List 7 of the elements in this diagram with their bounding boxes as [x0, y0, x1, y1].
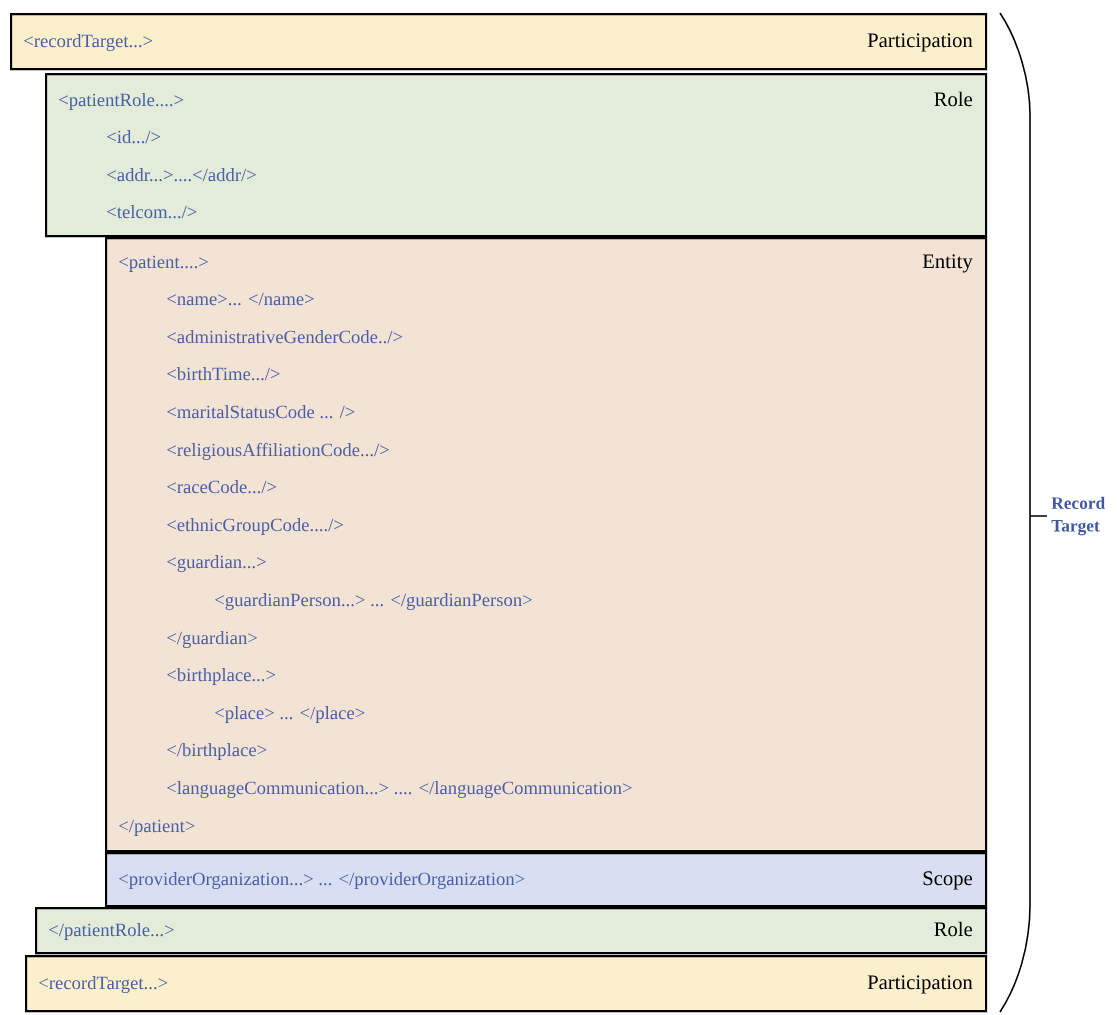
band-box: <providerOrganization...> ... </providerOrganization> Scope — [105, 852, 988, 908]
band-box: <recordTarget...> Participation — [25, 955, 988, 1013]
band-box: <patientRole....> <id.../> <addr...>....</addr/> <telcom.../> Role — [45, 73, 988, 238]
band-box: </patientRole...> Role — [35, 907, 988, 955]
bracket-label: Record Target — [1051, 496, 1105, 536]
band-box: <patient....> <name>... </name> <administrativeGenderCode../> <birthTime.../> <maritalStatusCode ... /> <religiousAffiliationCode.../> <raceCode.../> <ethnicGroupCode..../> <guardian...> <guardianPerson...> ... </guardianPerson> </guardian> <birthplace...> <place> ... </place> </birthplace> <languageCommunication...> .... </languageCommunication> </patient> Entity — [105, 237, 988, 853]
band-box: <recordTarget...> Participation — [10, 13, 988, 71]
